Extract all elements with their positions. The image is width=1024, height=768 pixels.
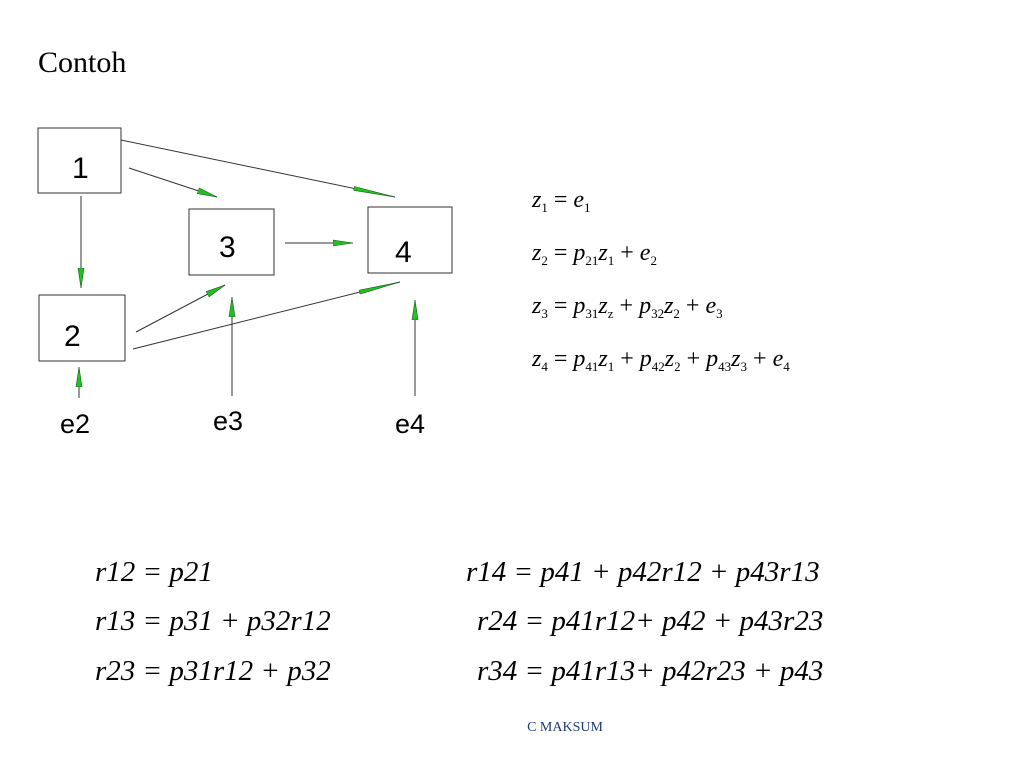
equation-z3: z3=p31zz+p32z2+e3 xyxy=(532,286,790,339)
equation-z2: z2=p21z1+e2 xyxy=(532,233,790,286)
operator: + xyxy=(685,293,700,319)
corr-right-1: r14 = p41 + p42r12 + p43r13 xyxy=(466,556,820,588)
equation-term: p32 xyxy=(639,293,665,321)
corr-left-3: r23 = p31r12 + p32 xyxy=(95,655,331,687)
corr-left-1: r12 = p21 xyxy=(95,556,213,588)
operator: + xyxy=(620,346,634,372)
slide-title: Contoh xyxy=(38,46,127,79)
equation-term: p41 xyxy=(573,346,599,374)
operator: + xyxy=(619,293,634,319)
arrow-2-to-4 xyxy=(132,281,401,350)
node-2-box xyxy=(38,294,126,362)
error-e3-label: e3 xyxy=(213,406,243,436)
corr-right-3: r34 = p41r13+ p42r23 + p43 xyxy=(477,655,824,687)
equation-term: p43 xyxy=(706,346,732,374)
equation-term: z1 xyxy=(598,240,615,268)
equation-lhs: z3 xyxy=(532,293,548,321)
footer-author: C MAKSUM xyxy=(527,720,603,735)
node-4-box xyxy=(367,206,453,274)
equation-term: p31 xyxy=(573,293,599,321)
equation-term: z2 xyxy=(664,293,680,321)
equation-lhs: z4 xyxy=(532,346,548,374)
equation-term: z1 xyxy=(598,346,615,374)
equation-term: p42 xyxy=(639,346,665,374)
equation-lhs: z1 xyxy=(532,187,548,215)
arrow-1-to-3 xyxy=(128,167,218,198)
equation-term: e4 xyxy=(772,346,790,374)
operator: + xyxy=(620,240,634,266)
equation-term: p21 xyxy=(573,240,599,268)
equation-term: e2 xyxy=(639,240,657,268)
node-4-label: 4 xyxy=(395,236,412,269)
equation-term: z2 xyxy=(664,346,681,374)
operator: + xyxy=(686,346,701,372)
error-e4-label: e4 xyxy=(395,409,425,439)
operator: = xyxy=(553,293,568,319)
equation-z4: z4=p41z1+p42z2+p43z3+e4 xyxy=(532,339,790,392)
operator: = xyxy=(553,187,568,213)
equation-term: zz xyxy=(598,293,614,321)
equation-term: e3 xyxy=(705,293,723,321)
equation-z1: z1=e1 xyxy=(532,180,790,233)
equation-term: z3 xyxy=(731,346,748,374)
operator: + xyxy=(753,346,767,372)
equation-term: e1 xyxy=(573,187,591,215)
equation-lhs: z2 xyxy=(532,240,548,268)
arrow-1-to-4 xyxy=(120,139,396,198)
error-e2-label: e2 xyxy=(60,409,90,439)
node-3-box xyxy=(188,208,275,276)
node-2-label: 2 xyxy=(64,320,81,353)
arrow-2-to-3 xyxy=(135,284,226,333)
corr-left-2: r13 = p31 + p32r12 xyxy=(95,605,331,637)
operator: = xyxy=(553,346,568,372)
corr-right-2: r24 = p41r12+ p42 + p43r23 xyxy=(477,605,824,637)
node-1-box xyxy=(37,127,122,194)
node-3-label: 3 xyxy=(219,231,236,264)
operator: = xyxy=(553,240,568,266)
node-1-label: 1 xyxy=(72,152,89,185)
